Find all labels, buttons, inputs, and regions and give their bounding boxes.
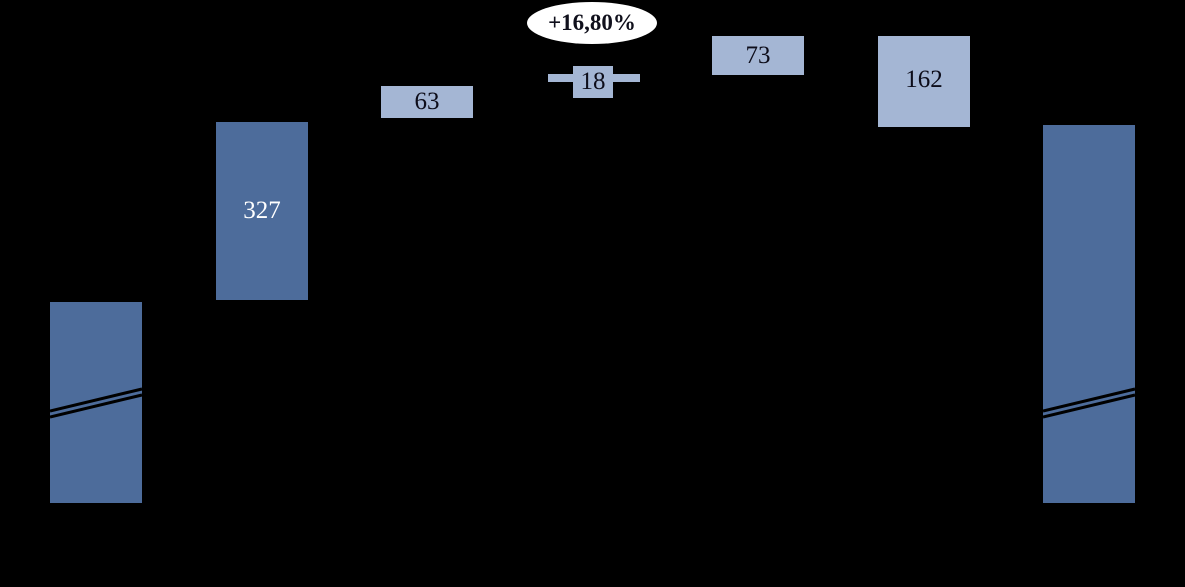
- bar-162[interactable]: [878, 36, 970, 127]
- growth-callout: +16,80%: [527, 2, 657, 44]
- bar-327[interactable]: [216, 122, 308, 300]
- bar-73[interactable]: [712, 36, 804, 75]
- bar-63[interactable]: [381, 86, 473, 118]
- connector-18-left: [548, 74, 576, 82]
- bar-start[interactable]: [50, 302, 142, 503]
- growth-callout-text: +16,80%: [548, 10, 636, 35]
- bar-end[interactable]: [1043, 125, 1135, 503]
- bar-18[interactable]: [573, 66, 613, 98]
- connector-18-right: [610, 74, 640, 82]
